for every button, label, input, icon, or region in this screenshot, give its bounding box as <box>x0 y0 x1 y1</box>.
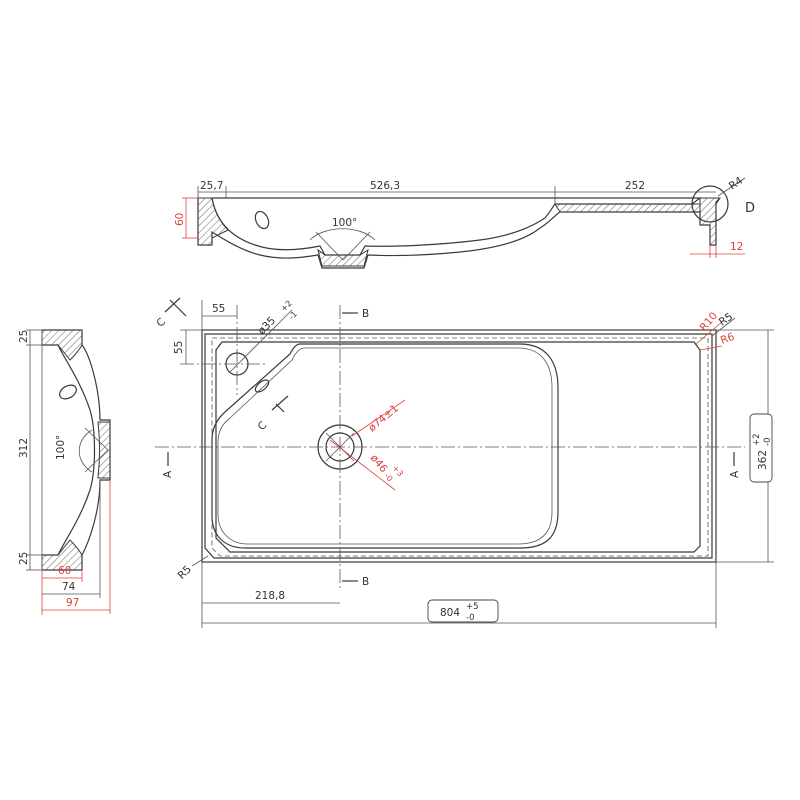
side-section-view: 100° 25 312 25 60 74 97 <box>18 329 111 615</box>
top-section-shelf <box>554 203 701 213</box>
side-section-inner-bowl <box>42 344 96 556</box>
plan-dim-804-box <box>427 599 499 623</box>
plan-dim-804: 804 <box>440 607 460 619</box>
plan-dim-218-8: 218,8 <box>255 590 285 602</box>
top-dim-60: 60 <box>174 213 186 226</box>
plan-dim-55-h: 55 <box>212 303 225 315</box>
side-angle-label: 100° <box>55 435 67 460</box>
plan-bowl <box>211 343 559 549</box>
top-section-view: 100° 25,7 526,3 252 60 R4 D 12 <box>174 174 755 269</box>
side-dim-60: 60 <box>58 565 71 577</box>
side-section-top-wall <box>41 329 83 361</box>
plan-radius-r5-bl: R5 <box>176 563 194 581</box>
plan-dim-804-tol-plus: +5 <box>466 602 479 612</box>
plan-deck-outline <box>215 341 701 553</box>
plan-drain-46-tol2: -0 <box>382 472 394 484</box>
plan-hole-35-tol2: -1 <box>287 309 299 321</box>
top-section-left-wall <box>197 197 229 246</box>
plan-section-c-mid: C <box>256 419 270 433</box>
top-dim-12: 12 <box>730 241 743 253</box>
plan-overflow-slot <box>254 379 270 393</box>
side-dim-25-top: 25 <box>18 330 30 343</box>
plan-bowl-inner <box>217 347 553 545</box>
plan-dim-362-tol-plus: +2 <box>752 433 762 446</box>
plan-dim-55-v: 55 <box>173 341 185 354</box>
plan-outer-outline <box>201 329 717 563</box>
side-dim-25-bottom: 25 <box>18 552 30 565</box>
top-angle-arc <box>309 228 376 241</box>
plan-section-a-right: A <box>729 470 741 478</box>
plan-section-c-top: C <box>154 316 168 330</box>
side-section-bottom-wall <box>41 539 83 571</box>
side-angle-arc <box>78 429 93 473</box>
side-section-tap-hole <box>59 384 77 400</box>
plan-drain-74: ø74±1 <box>366 402 401 434</box>
detail-d-circle <box>691 185 729 223</box>
plan-dim-362: 362 <box>757 450 769 470</box>
top-angle-label: 100° <box>332 217 357 229</box>
plan-section-a-left: A <box>162 470 174 478</box>
top-section-inner-bowl <box>211 197 702 256</box>
plan-radius-r5: R5 <box>717 311 735 329</box>
plan-view: 55 55 ø35 +2 -1 B B C C A A ø74±1 ø46 +3… <box>154 297 774 628</box>
top-radius-r4: R4 <box>727 174 746 192</box>
side-dim-74: 74 <box>62 581 76 593</box>
side-dim-97: 97 <box>66 597 79 609</box>
top-dim-252: 252 <box>625 180 645 192</box>
plan-radius-r6: R6 <box>719 331 737 347</box>
top-section-drain-stub <box>317 248 369 267</box>
top-section-tap-hole <box>254 210 270 230</box>
side-dim-312: 312 <box>18 438 30 458</box>
plan-dim-362-tol-minus: -0 <box>763 438 773 446</box>
top-dim-25-7: 25,7 <box>200 180 223 192</box>
plan-section-b-bottom: B <box>362 576 369 588</box>
top-section-outer-profile <box>197 197 721 269</box>
plan-inner-rim <box>204 333 713 559</box>
plan-dim-804-tol-minus: -0 <box>466 613 474 623</box>
side-section-drain-stub <box>97 421 111 479</box>
plan-section-b-top: B <box>362 308 369 320</box>
detail-d-label: D <box>745 201 755 216</box>
top-dim-526-3: 526,3 <box>370 180 400 192</box>
plan-dim-362-box <box>749 413 773 483</box>
